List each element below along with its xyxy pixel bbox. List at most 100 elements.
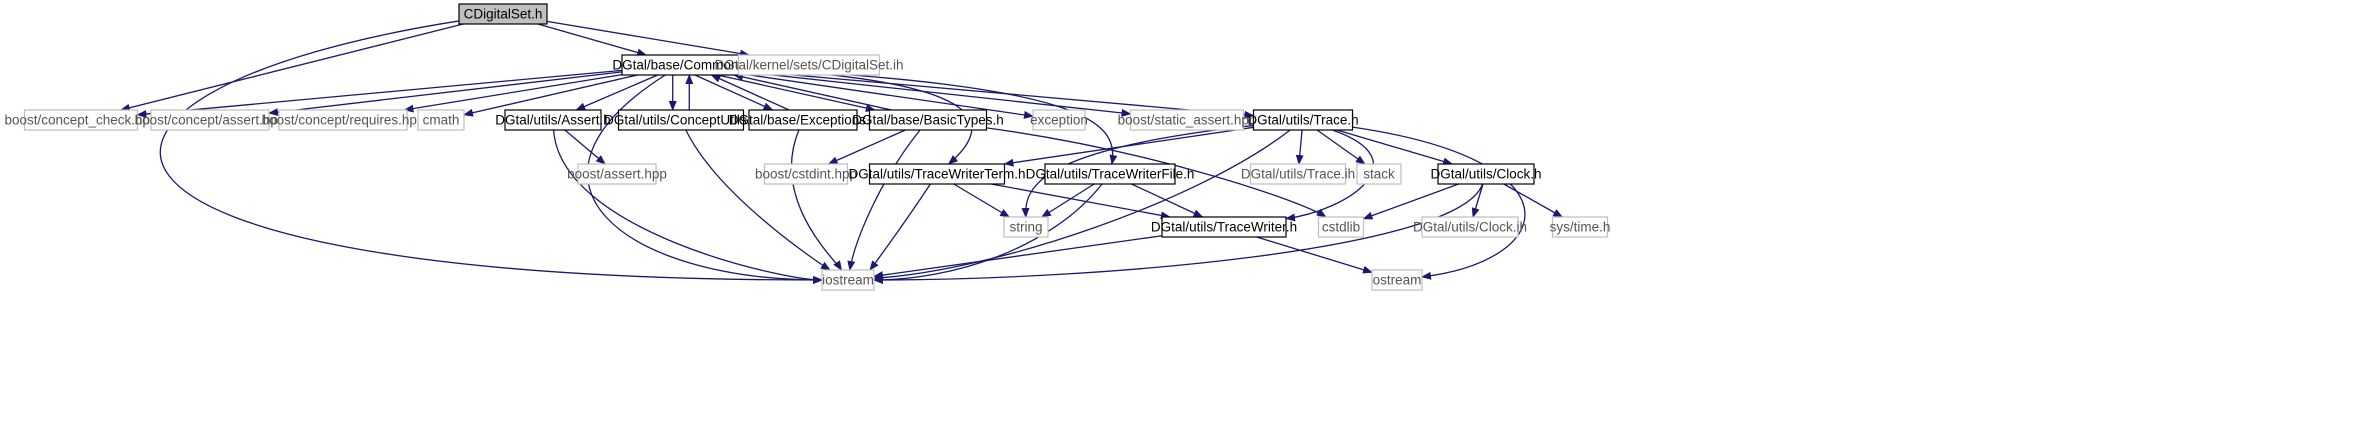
node-box-tracewriterfile	[1044, 163, 1176, 185]
node-label-iostream: iostream	[822, 273, 874, 288]
node-label-exceptions: DGtal/base/Exceptions.h	[729, 113, 878, 128]
node-tracewriterterm[interactable]: DGtal/utils/TraceWriterTerm.h	[848, 163, 1026, 185]
node-cstdlib: cstdlib	[1317, 216, 1365, 238]
edge-tracewriter-to-iostream	[873, 235, 1163, 280]
node-box-systime	[1551, 216, 1609, 238]
node-string: string	[1003, 216, 1049, 238]
node-box-clock_ih	[1421, 216, 1519, 238]
node-box-conceptutils	[617, 109, 745, 131]
node-label-cmath: cmath	[423, 113, 460, 128]
node-box-cstdint	[763, 163, 849, 185]
node-box-trace	[1252, 109, 1354, 131]
node-label-concept_requires: boost/concept/requires.hpp	[262, 113, 425, 128]
edge-assert_h-to-boost_assert	[564, 129, 606, 165]
node-conceptutils[interactable]: DGtal/utils/ConceptUtils.h	[604, 109, 758, 131]
edge-common-to-concept_check	[136, 69, 623, 118]
node-box-clock	[1437, 163, 1535, 185]
node-tracewriterfile[interactable]: DGtal/utils/TraceWriterFile.h	[1026, 163, 1195, 185]
edge-common-to-exception	[739, 72, 1034, 119]
node-cdigitalset_ih: DGtal/kernel/sets/CDigitalSet.ih	[714, 54, 904, 76]
node-label-cdigitalset: CDigitalSet.h	[464, 7, 543, 22]
node-label-basictypes: DGtal/base/BasicTypes.h	[852, 113, 1004, 128]
node-label-tracewriter: DGtal/utils/TraceWriter.h	[1151, 220, 1297, 235]
edge-common-to-exceptions	[694, 74, 774, 111]
node-label-exception: exception	[1030, 113, 1088, 128]
node-box-assert_h	[504, 109, 602, 131]
node-box-exception	[1032, 109, 1086, 131]
edge-tracewriter-to-ostream	[1256, 236, 1373, 274]
edge-exceptions-to-common	[710, 74, 790, 111]
node-label-systime: sys/time.h	[1550, 220, 1611, 235]
edge-trace-to-stack	[1316, 129, 1366, 165]
edge-cdigitalset-to-cdigitalset_ih	[546, 20, 750, 58]
node-label-assert_h: DGtal/utils/Assert.h	[495, 113, 611, 128]
node-box-tracewriterterm	[868, 163, 1006, 185]
node-box-iostream	[821, 269, 875, 291]
edge-common-to-cmath	[463, 74, 638, 117]
edge-clock-to-cstdlib	[1362, 183, 1459, 220]
node-box-cdigitalset	[458, 3, 548, 25]
node-boost_assert: boost/assert.hpp	[567, 163, 667, 185]
node-cstdint: boost/cstdint.hpp	[755, 163, 857, 185]
node-box-basictypes	[868, 109, 988, 131]
node-label-concept_check: boost/concept_check.hpp	[4, 113, 157, 128]
node-concept_requires: boost/concept/requires.hpp	[262, 109, 425, 131]
edge-basictypes-to-iostream	[847, 129, 921, 271]
node-exception: exception	[1030, 109, 1088, 131]
node-label-common: DGtal/base/Common.h	[612, 58, 749, 73]
node-common[interactable]: DGtal/base/Common.h	[612, 54, 750, 76]
node-box-exceptions	[748, 109, 858, 131]
edge-common-to-tracewriterfile	[739, 67, 1118, 165]
edge-trace-to-trace_ih	[1295, 129, 1304, 165]
node-static_assert: boost/static_assert.hpp	[1118, 109, 1257, 131]
edge-trace-to-clock	[1336, 129, 1454, 166]
node-clock[interactable]: DGtal/utils/Clock.h	[1430, 163, 1542, 185]
node-assert_h[interactable]: DGtal/utils/Assert.h	[495, 109, 611, 131]
edge-exceptions-to-iostream	[791, 129, 843, 271]
edge-tracewriterfile-to-tracewriter	[1131, 183, 1204, 218]
node-clock_ih: DGtal/utils/Clock.ih	[1413, 216, 1527, 238]
node-label-clock_ih: DGtal/utils/Clock.ih	[1413, 220, 1527, 235]
node-label-stack: stack	[1363, 167, 1395, 182]
node-label-tracewriterterm: DGtal/utils/TraceWriterTerm.h	[848, 167, 1025, 182]
edge-clock-to-clock_ih	[1471, 183, 1484, 218]
node-box-static_assert	[1129, 109, 1245, 131]
edge-tracewriterfile-to-iostream	[873, 183, 1103, 284]
edge-trace-to-ostream	[1352, 126, 1526, 280]
node-box-cdigitalset_ih	[737, 54, 881, 76]
edge-common-to-concept_requires	[403, 73, 623, 113]
node-label-boost_assert: boost/assert.hpp	[567, 167, 667, 182]
node-box-concept_assert	[150, 109, 270, 131]
edge-cdigitalset-to-iostream	[159, 20, 823, 284]
node-cmath: cmath	[417, 109, 465, 131]
node-concept_assert: boost/concept/assert.hpp	[135, 109, 286, 131]
edge-common-to-assert_h	[575, 74, 658, 111]
node-label-conceptutils: DGtal/utils/ConceptUtils.h	[604, 113, 758, 128]
edge-clock-to-systime	[1503, 183, 1564, 218]
edge-basictypes-to-cstdint	[827, 129, 906, 165]
edge-cdigitalset-to-concept_check	[119, 23, 464, 112]
node-trace_ih: DGtal/utils/Trace.ih	[1241, 163, 1355, 185]
node-exceptions[interactable]: DGtal/base/Exceptions.h	[729, 109, 878, 131]
node-box-concept_check	[23, 109, 139, 131]
node-label-clock: DGtal/utils/Clock.h	[1430, 167, 1541, 182]
node-trace[interactable]: DGtal/utils/Trace.h	[1247, 109, 1359, 131]
node-box-cstdlib	[1317, 216, 1365, 238]
edge-tracewriterterm-to-iostream	[869, 183, 931, 271]
edge-common-to-iostream	[586, 74, 823, 284]
node-concept_check: boost/concept_check.hpp	[4, 109, 158, 131]
edge-basictypes-to-common	[733, 73, 892, 111]
node-box-trace_ih	[1249, 163, 1347, 185]
edge-trace-to-iostream	[873, 129, 1291, 282]
edge-conceptutils-to-iostream	[685, 129, 831, 271]
node-basictypes[interactable]: DGtal/base/BasicTypes.h	[852, 109, 1004, 131]
node-box-tracewriter	[1161, 216, 1287, 238]
node-iostream: iostream	[821, 269, 875, 291]
node-tracewriter[interactable]: DGtal/utils/TraceWriter.h	[1151, 216, 1297, 238]
edge-clock-to-iostream	[873, 183, 1484, 284]
node-label-concept_assert: boost/concept/assert.hpp	[135, 113, 286, 128]
node-box-concept_requires	[278, 109, 408, 131]
node-cdigitalset[interactable]: CDigitalSet.h	[458, 3, 548, 25]
node-label-static_assert: boost/static_assert.hpp	[1118, 113, 1257, 128]
